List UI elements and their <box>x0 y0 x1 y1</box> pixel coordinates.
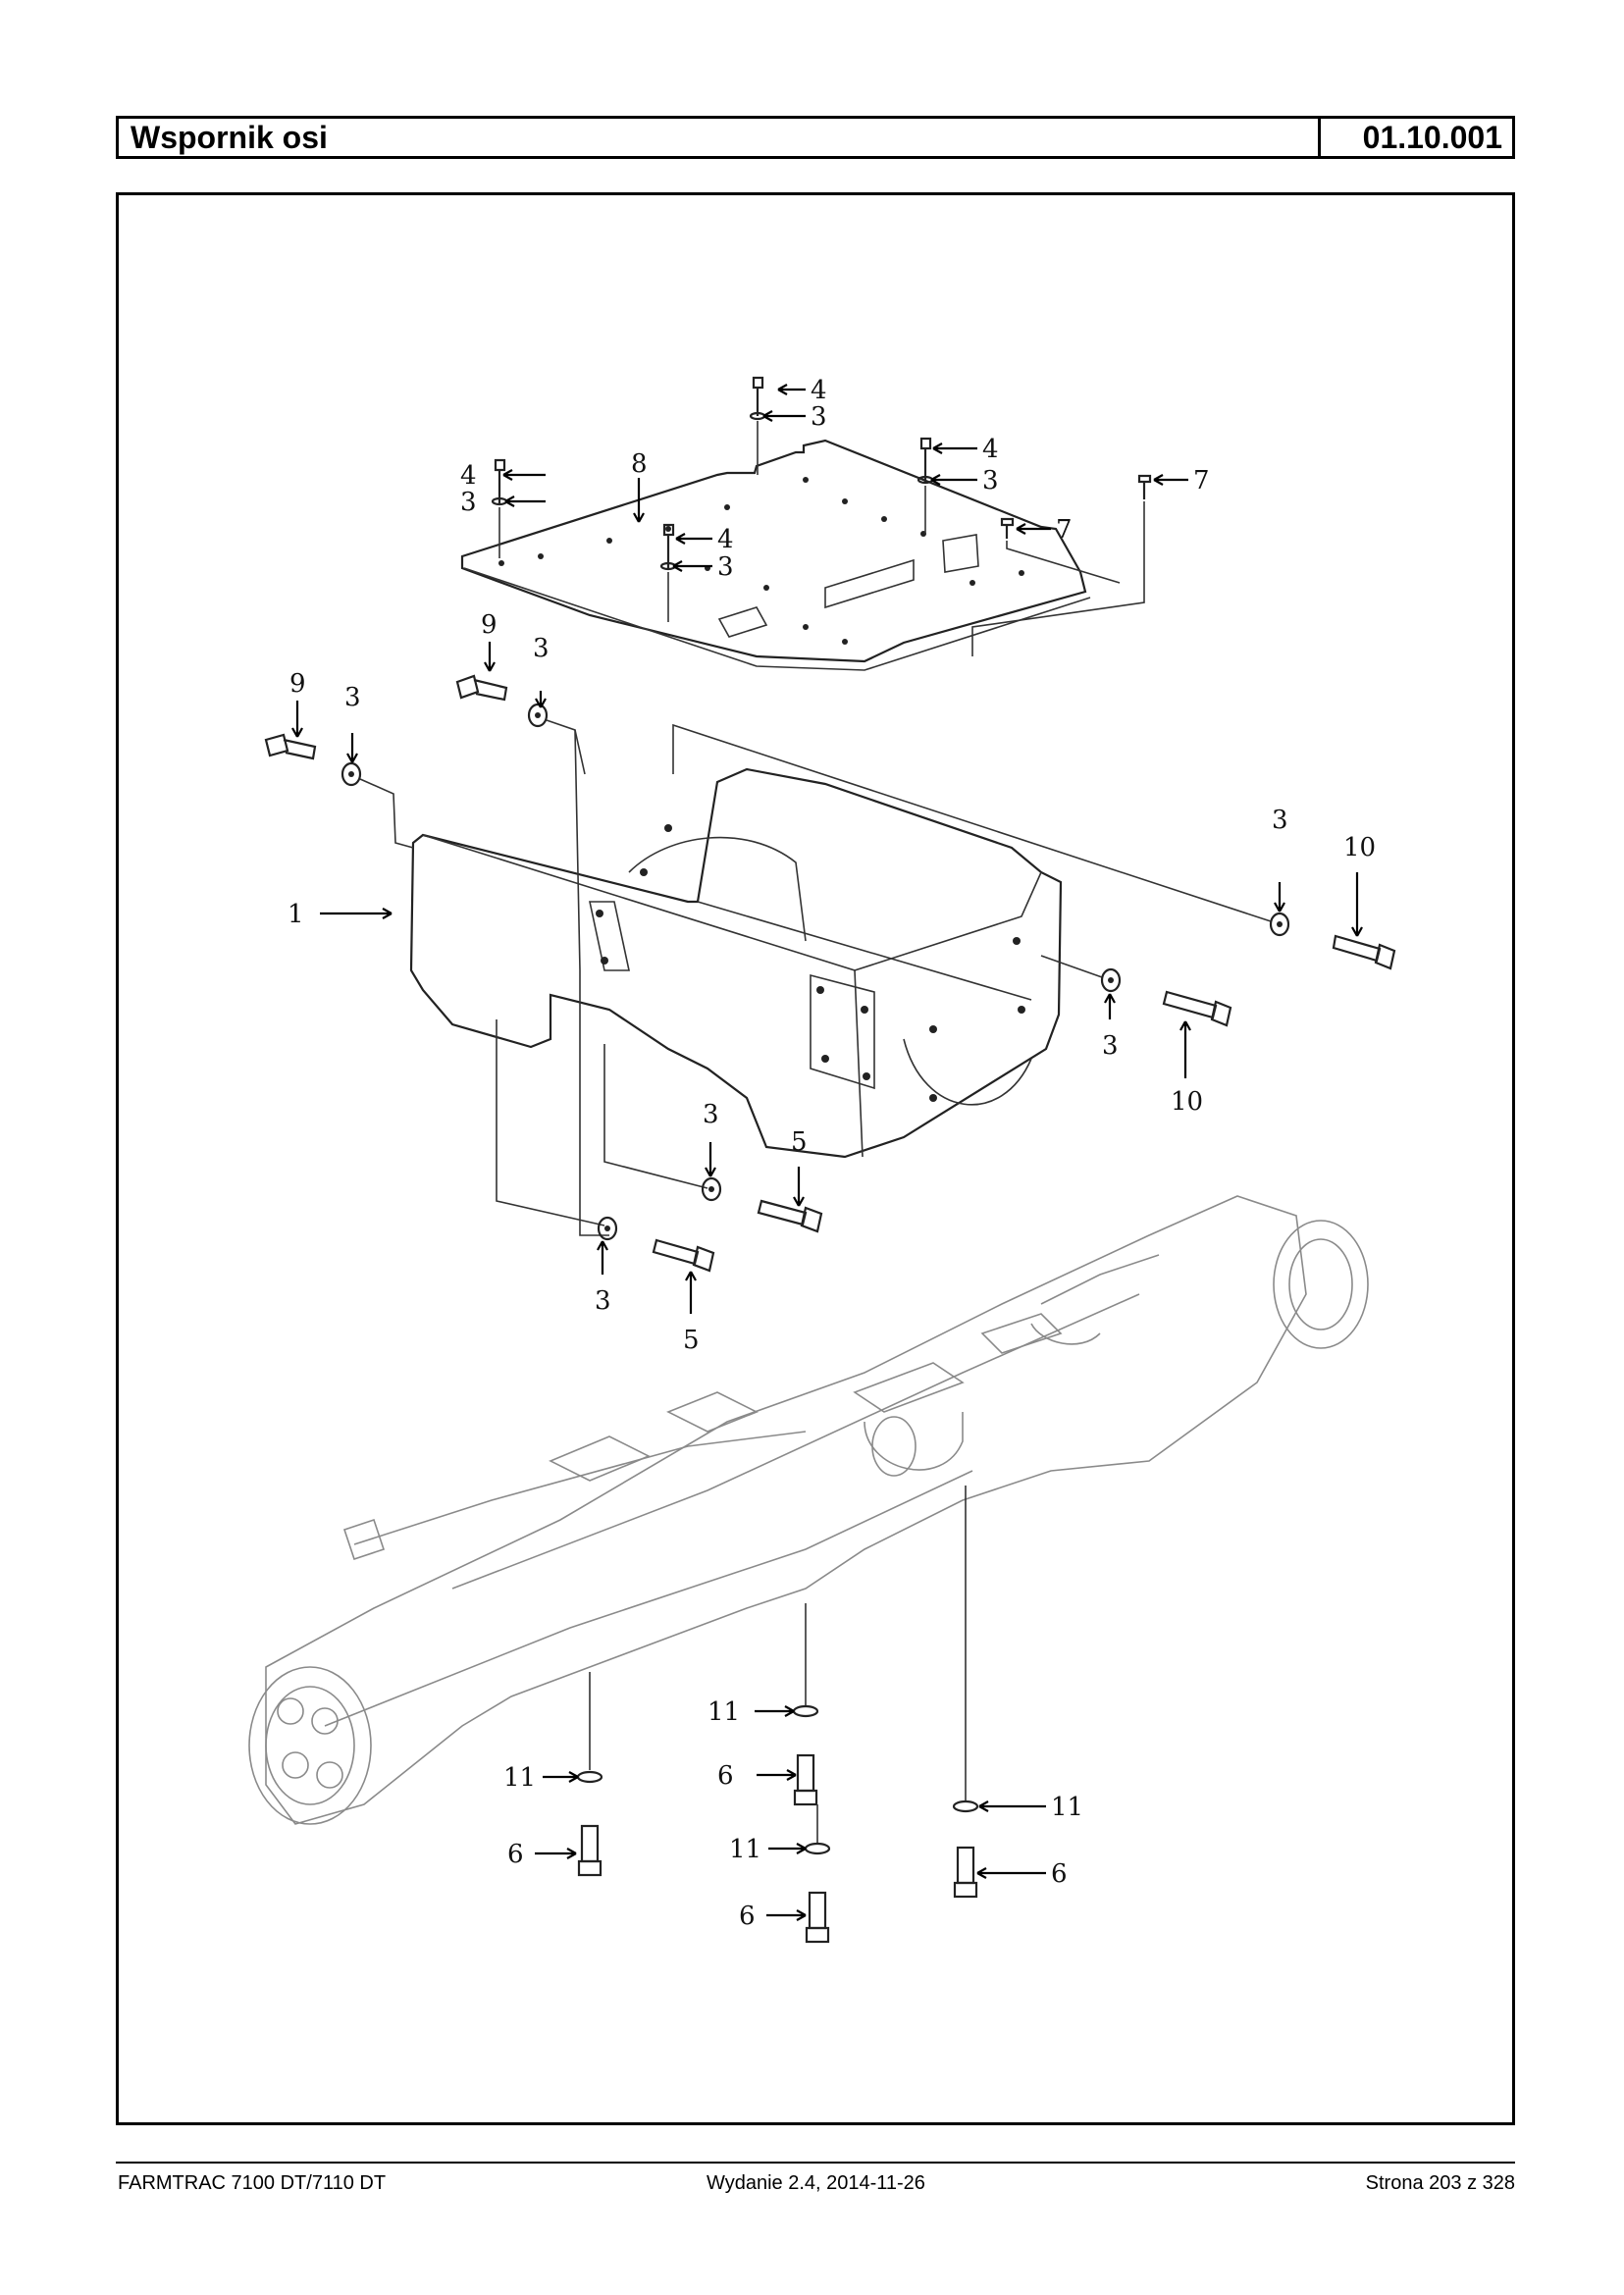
bolt-9-lower <box>264 733 414 849</box>
callout-3: 3 <box>1102 1031 1119 1061</box>
bolt-6-right <box>952 1486 979 1899</box>
page-title: Wspornik osi <box>119 119 1321 156</box>
callout-3: 3 <box>344 683 361 712</box>
screw-7-right <box>971 474 1152 656</box>
callout-5: 5 <box>683 1326 700 1355</box>
bolt-5-right <box>603 1044 823 1233</box>
leader-lines <box>291 384 1363 1921</box>
callout-labels: 4 3 4 3 8 4 3 4 3 7 7 9 3 9 3 1 3 10 3 1… <box>288 376 1376 1931</box>
callout-3: 3 <box>533 634 550 663</box>
footer-model: FARMTRAC 7100 DT/7110 DT <box>118 2172 387 2194</box>
callout-11: 11 <box>503 1763 536 1793</box>
plate-bolt-right <box>917 437 934 534</box>
plate-bolt-left <box>491 458 508 558</box>
callout-6: 6 <box>739 1902 756 1931</box>
axle-support-bracket <box>409 767 1063 1159</box>
plate-bolt-middle <box>659 523 677 622</box>
callout-3: 3 <box>982 466 999 496</box>
footer-divider <box>116 2162 1515 2164</box>
exploded-parts-diagram: 4 3 4 3 8 4 3 4 3 7 7 9 3 9 3 1 3 10 3 1… <box>248 376 1396 1944</box>
bolt-6-left <box>576 1672 603 1877</box>
page-header: Wspornik osi 01.10.001 <box>116 116 1515 159</box>
drawing-frame: 4 3 4 3 8 4 3 4 3 7 7 9 3 9 3 1 3 10 3 1… <box>116 192 1515 2125</box>
bolt-5-left <box>496 1019 715 1273</box>
callout-7: 7 <box>1193 466 1210 496</box>
bolt-10-lower <box>1040 955 1232 1027</box>
callout-3: 3 <box>595 1286 611 1316</box>
callout-3: 3 <box>1272 806 1288 835</box>
screw-7-middle <box>1000 517 1121 584</box>
callout-3: 3 <box>703 1100 719 1129</box>
callout-11: 11 <box>729 1835 761 1864</box>
callout-8: 8 <box>631 449 648 479</box>
callout-3: 3 <box>460 488 477 517</box>
footer-edition: Wydanie 2.4, 2014-11-26 <box>707 2172 925 2194</box>
callout-7: 7 <box>1056 515 1073 545</box>
callout-9: 9 <box>289 669 306 699</box>
callout-3: 3 <box>717 552 734 582</box>
mounting-plate <box>460 439 1091 671</box>
plate-bolt-top <box>749 376 766 475</box>
bolt-10-upper <box>672 723 1396 970</box>
callout-4: 4 <box>811 376 827 405</box>
bolt-6-center-upper <box>792 1603 819 1806</box>
callout-11: 11 <box>707 1697 740 1727</box>
bolt-6-center-lower <box>804 1804 831 1944</box>
callout-10: 10 <box>1171 1087 1203 1117</box>
callout-4: 4 <box>717 525 734 554</box>
callout-4: 4 <box>460 461 477 491</box>
section-code: 01.10.001 <box>1362 120 1502 155</box>
callout-6: 6 <box>507 1840 524 1869</box>
callout-11: 11 <box>1051 1793 1083 1822</box>
footer-page-number: Strona 203 z 328 <box>1365 2172 1515 2194</box>
front-axle-assembly <box>248 1195 1369 1825</box>
callout-9: 9 <box>481 610 498 640</box>
callout-6: 6 <box>1051 1859 1068 1889</box>
callout-6: 6 <box>717 1761 734 1791</box>
callout-1: 1 <box>288 900 304 929</box>
callout-5: 5 <box>791 1127 808 1157</box>
callout-3: 3 <box>811 402 827 432</box>
callout-10: 10 <box>1343 833 1376 862</box>
bolt-9-upper <box>455 674 609 1236</box>
callout-4: 4 <box>982 435 999 464</box>
